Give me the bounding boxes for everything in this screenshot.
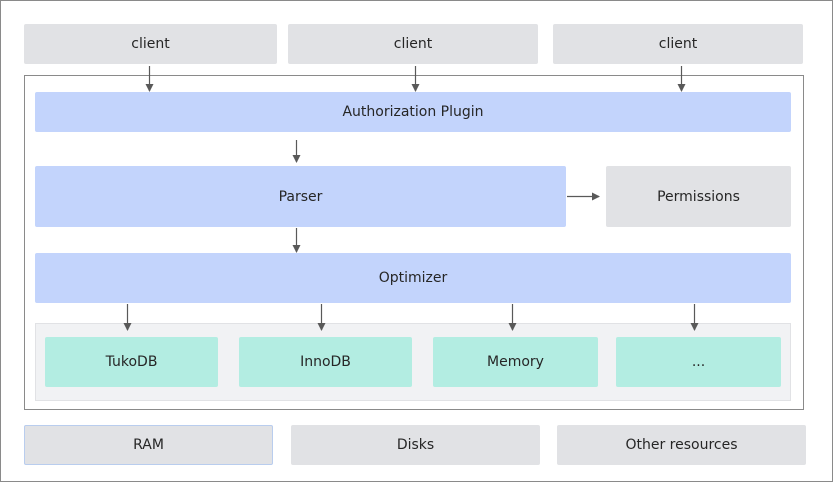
parser-box: Parser — [35, 166, 566, 227]
engine-label: Memory — [487, 354, 544, 370]
resource-box-other: Other resources — [557, 425, 806, 465]
engine-box-innodb: InnoDB — [239, 337, 412, 387]
engine-label: ... — [691, 354, 706, 370]
resource-label: Other resources — [625, 437, 738, 453]
permissions-box: Permissions — [606, 166, 791, 227]
server-container — [24, 75, 804, 410]
resource-label: RAM — [133, 437, 164, 453]
parser-label: Parser — [278, 188, 323, 205]
engine-label: TukoDB — [105, 354, 158, 370]
client-box-1: client — [24, 24, 277, 64]
client-box-3: client — [553, 24, 803, 64]
optimizer-box: Optimizer — [35, 253, 791, 303]
authorization-plugin-label: Authorization Plugin — [342, 104, 484, 120]
resource-box-disks: Disks — [291, 425, 540, 465]
client-label: client — [393, 36, 433, 52]
authorization-plugin-box: Authorization Plugin — [35, 92, 791, 132]
engine-label: InnoDB — [300, 354, 351, 370]
engine-box-tukodb: TukoDB — [45, 337, 218, 387]
resource-box-ram: RAM — [24, 425, 273, 465]
engine-box-more: ... — [616, 337, 781, 387]
client-label: client — [658, 36, 698, 52]
client-label: client — [131, 36, 170, 52]
optimizer-label: Optimizer — [378, 270, 448, 286]
client-box-2: client — [288, 24, 538, 64]
engine-box-memory: Memory — [433, 337, 598, 387]
permissions-label: Permissions — [657, 188, 740, 205]
resource-label: Disks — [396, 437, 435, 453]
